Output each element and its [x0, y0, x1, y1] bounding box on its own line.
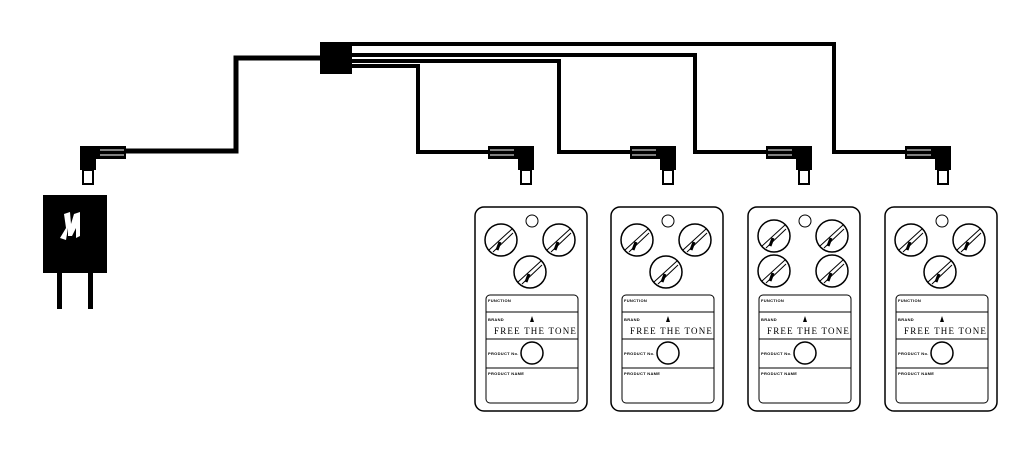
branch-cable — [352, 53, 766, 154]
adapter-plug — [80, 146, 126, 185]
effect-pedal — [474, 206, 588, 412]
footswitch — [793, 341, 817, 365]
splitter-block — [320, 42, 352, 74]
power-adapter — [43, 195, 107, 309]
led-indicator — [661, 214, 675, 228]
product-name-label: PRODUCT NAME — [898, 371, 935, 376]
led-indicator — [525, 214, 539, 228]
function-label: FUNCTION — [898, 298, 922, 303]
effect-pedal — [884, 206, 998, 412]
knob — [484, 223, 518, 257]
dc-plug — [488, 146, 534, 185]
product-name-label: PRODUCT NAME — [488, 371, 525, 376]
knob — [894, 223, 928, 257]
knob — [923, 255, 957, 289]
knob — [952, 223, 986, 257]
effect-pedal — [610, 206, 724, 412]
adapter-prong-left — [57, 273, 62, 309]
adapter-body — [43, 195, 107, 273]
effect-pedal — [747, 206, 861, 412]
led-indicator — [935, 214, 949, 228]
function-label: FUNCTION — [624, 298, 648, 303]
pedals — [474, 206, 998, 412]
knob — [542, 223, 576, 257]
product-no-label: PRODUCT No. — [761, 351, 792, 356]
knob — [757, 219, 791, 253]
brand-name: FREE THE TONE — [767, 326, 851, 336]
brand-logo-icon — [666, 316, 670, 322]
brand-name: FREE THE TONE — [494, 326, 578, 336]
footswitch — [520, 341, 544, 365]
pedal-plugs — [488, 146, 951, 185]
brand-logo-icon — [530, 316, 534, 322]
footswitch — [656, 341, 680, 365]
dc-plug — [766, 146, 812, 185]
knob — [815, 254, 849, 288]
branch-cable — [352, 42, 905, 154]
knob — [620, 223, 654, 257]
knob — [678, 223, 712, 257]
branch-cable — [352, 64, 488, 154]
branch-cables — [352, 42, 905, 154]
knob — [757, 254, 791, 288]
knob — [513, 255, 547, 289]
main-cable — [126, 55, 320, 154]
free-the-tone-logo-icon — [60, 212, 80, 240]
knob — [649, 255, 683, 289]
brand-name: FREE THE TONE — [630, 326, 714, 336]
brand-label: BRAND — [898, 317, 914, 322]
footswitch — [930, 341, 954, 365]
brand-label: BRAND — [488, 317, 504, 322]
knob — [815, 219, 849, 253]
brand-label: BRAND — [624, 317, 640, 322]
brand-logo-icon — [803, 316, 807, 322]
dc-plug — [905, 146, 951, 185]
function-label: FUNCTION — [488, 298, 512, 303]
adapter-prong-right — [88, 273, 93, 309]
product-no-label: PRODUCT No. — [898, 351, 929, 356]
brand-label: BRAND — [761, 317, 777, 322]
branch-cable — [352, 59, 630, 154]
brand-name: FREE THE TONE — [904, 326, 988, 336]
function-label: FUNCTION — [761, 298, 785, 303]
product-no-label: PRODUCT No. — [488, 351, 519, 356]
product-name-label: PRODUCT NAME — [624, 371, 661, 376]
led-indicator — [798, 214, 812, 228]
product-no-label: PRODUCT No. — [624, 351, 655, 356]
product-name-label: PRODUCT NAME — [761, 371, 798, 376]
dc-plug — [630, 146, 676, 185]
brand-logo-icon — [940, 316, 944, 322]
